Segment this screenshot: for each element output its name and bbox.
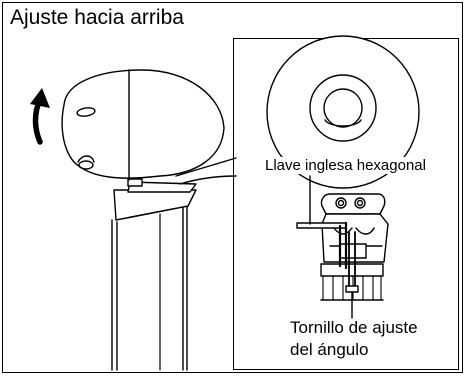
speaker-stand-illustration bbox=[61, 69, 237, 371]
detail-illustration bbox=[266, 35, 420, 319]
curved-up-arrow-icon bbox=[30, 88, 50, 145]
wrench-label: Llave inglesa hexagonal bbox=[263, 157, 428, 175]
screw-label-line-2: del ángulo bbox=[290, 340, 369, 359]
screw-label-line-1: Tornillo de ajuste bbox=[290, 318, 418, 337]
diagram-title: Ajuste hacia arriba bbox=[10, 6, 184, 29]
outer-frame bbox=[2, 2, 463, 373]
